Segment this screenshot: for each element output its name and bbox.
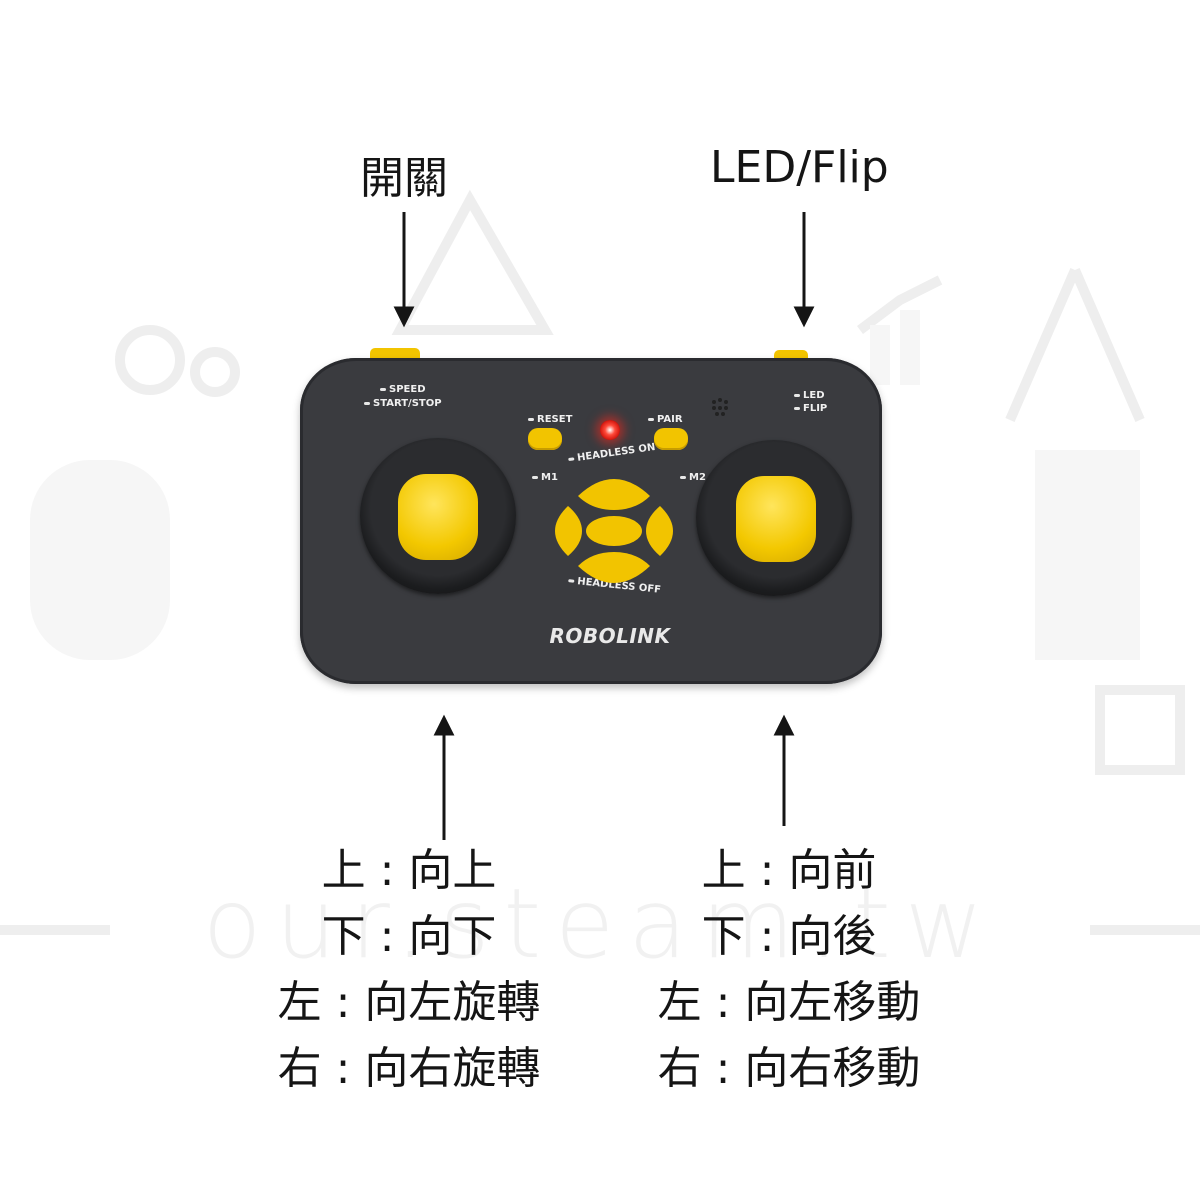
right-stick-functions: 上 : 向前 下 : 向後 左 : 向左移動 右 : 向右移動: [644, 838, 934, 1102]
dpad-right-button: [646, 506, 673, 556]
flip-label: FLIP: [794, 403, 827, 415]
left-joystick[interactable]: [360, 438, 516, 594]
arrow-led-flip-head: [793, 306, 815, 328]
left-stick-left: 左 : 向左旋轉: [277, 977, 541, 1028]
left-stick-right: 右 : 向右旋轉: [277, 1043, 541, 1094]
m1-label: M1: [532, 472, 558, 484]
arrow-power-head: [393, 306, 415, 328]
direction-pad: [555, 479, 673, 583]
arrow-right-stick-head: [773, 714, 795, 736]
left-stick-up: 上 : 向上: [321, 845, 497, 896]
power-switch[interactable]: [370, 348, 420, 360]
dpad-down-button: [578, 552, 650, 583]
dpad-left-button: [555, 506, 582, 556]
reset-label: RESET: [528, 414, 572, 426]
right-joystick[interactable]: [696, 440, 852, 596]
speed-label: SPEED: [380, 384, 426, 396]
start-stop-label: START/STOP: [364, 398, 442, 410]
arrow-left-stick-head: [433, 714, 455, 736]
right-stick-down: 下 : 向後: [701, 911, 877, 962]
left-stick-down: 下 : 向下: [321, 911, 497, 962]
status-led: [600, 420, 620, 440]
remote-controller: SPEED START/STOP LED FLIP RESET PAIR HEA…: [300, 348, 890, 684]
brand-logo: ROBOLINK: [549, 624, 671, 648]
m2-label: M2: [680, 472, 706, 484]
dpad-center-button: [586, 516, 642, 546]
right-joystick-cap[interactable]: [736, 476, 816, 562]
power-switch-label: 開關: [360, 153, 448, 204]
reset-button[interactable]: [528, 428, 562, 450]
pair-label: PAIR: [648, 414, 683, 426]
right-stick-right: 右 : 向右移動: [657, 1043, 921, 1094]
right-stick-left: 左 : 向左移動: [657, 977, 921, 1028]
led-flip-label: LED/Flip: [710, 142, 889, 193]
speaker-grille: [712, 398, 728, 416]
left-joystick-cap[interactable]: [398, 474, 478, 560]
led-label: LED: [794, 390, 825, 402]
right-stick-up: 上 : 向前: [701, 845, 877, 896]
left-stick-functions: 上 : 向上 下 : 向下 左 : 向左旋轉 右 : 向右旋轉: [266, 838, 552, 1102]
pair-button[interactable]: [654, 428, 688, 450]
dpad-up-button: [578, 479, 650, 510]
